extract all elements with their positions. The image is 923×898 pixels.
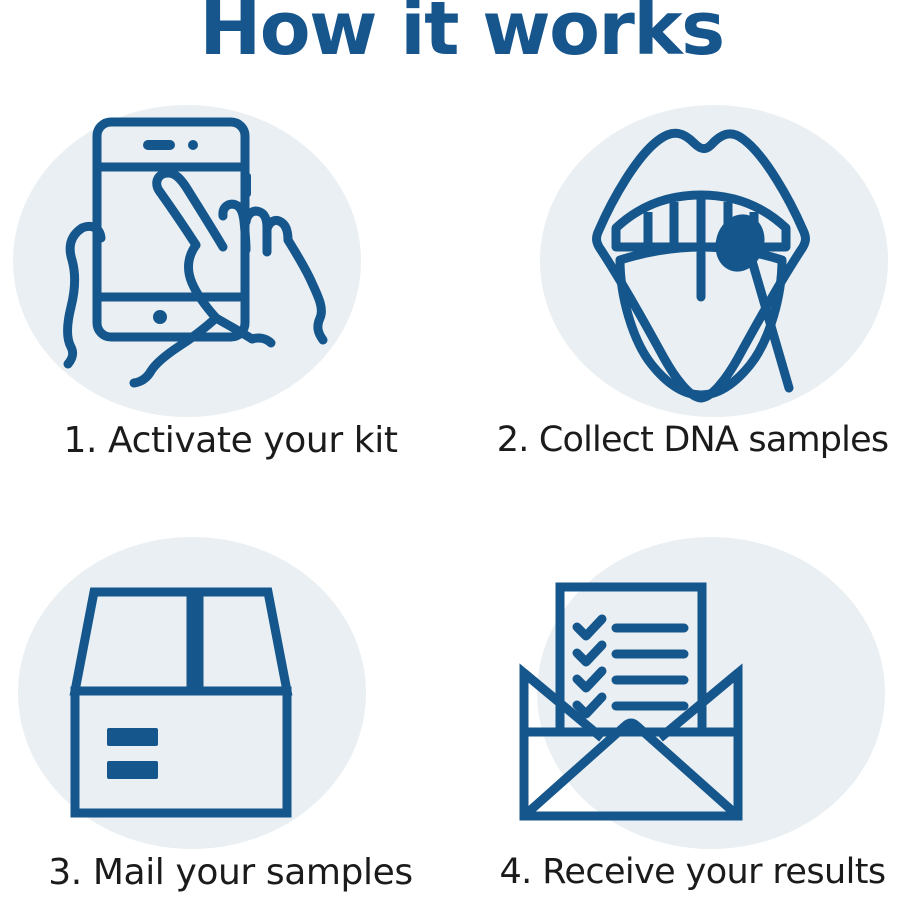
- step-caption-1: 1. Activate your kit: [63, 420, 398, 461]
- envelope-checklist-icon: [519, 582, 743, 821]
- step-caption-3: 3. Mail your samples: [48, 852, 413, 893]
- shipping-box-icon: [69, 587, 293, 818]
- smartphone-hand-tap-icon: [63, 117, 328, 388]
- step-card-2: 2. Collect DNA samples: [462, 95, 923, 527]
- step-card-4: 4. Receive your results: [462, 527, 923, 898]
- step-card-3: 3. Mail your samples: [0, 527, 461, 898]
- step-caption-2: 2. Collect DNA samples: [496, 420, 889, 460]
- step-card-1: 1. Activate your kit: [0, 95, 461, 527]
- icon-background-circle: [540, 105, 888, 417]
- page-title: How it works: [199, 0, 725, 72]
- checklist-rows: [572, 614, 689, 719]
- open-mouth-swab-icon: [592, 128, 810, 403]
- step-caption-4: 4. Receive your results: [499, 852, 887, 892]
